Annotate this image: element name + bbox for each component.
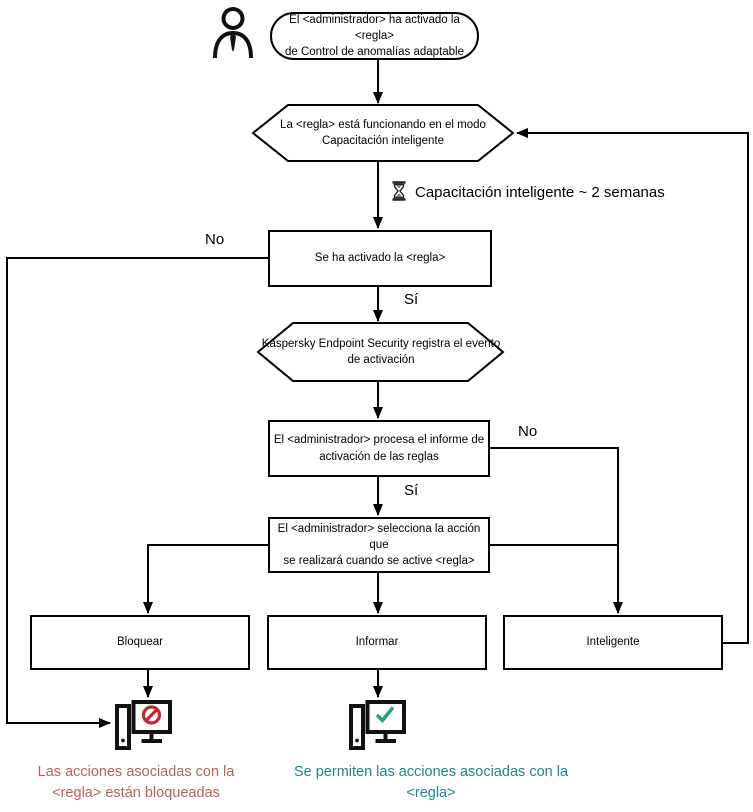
node-training-mode-line2: Capacitación inteligente (321, 135, 445, 147)
node-training-mode: La <regla> está funcionando en el modo C… (258, 105, 508, 161)
node-action-informar: Informar (267, 615, 487, 670)
computer-blocked-icon (115, 700, 172, 750)
node-action-informar-text: Informar (355, 636, 399, 649)
hourglass-icon (392, 181, 406, 201)
node-event-logged: Kaspersky Endpoint Security registra el … (261, 323, 501, 381)
node-rule-triggered: Se ha activado la <regla> (268, 230, 492, 287)
hexagon-training-mode-shape (251, 104, 515, 162)
prohibition-sign-icon (141, 705, 162, 725)
branch-label-si-1: Sí (404, 291, 419, 308)
node-event-logged-line1: Kaspersky Endpoint Security registra el … (261, 337, 501, 350)
node-start-line1: El <administrador> ha activado la <regla… (289, 13, 460, 42)
connector-triggered-no-to-blocked-icon (6, 257, 268, 728)
node-admin-processes-report-line1: El <administrador> procesa el informe de (273, 434, 485, 447)
node-event-logged-line2: de activación (347, 354, 415, 366)
node-admin-processes-report: El <administrador> procesa el informe de… (268, 420, 490, 477)
node-admin-selects-action-line2: se realizará cuando se active <regla> (283, 555, 475, 568)
check-mark-icon (375, 706, 395, 724)
connector-inteligente-feedback-to-training (516, 128, 749, 644)
caption-actions-blocked-line2: <regla> están bloqueadas (52, 785, 220, 802)
node-training-mode-line1: La <regla> está funcionando en el modo (280, 118, 486, 131)
node-start: El <administrador> ha activado la <regla… (270, 12, 479, 60)
node-action-bloquear-text: Bloquear (116, 636, 164, 649)
branch-label-no-right: No (518, 423, 538, 440)
caption-actions-allowed-line1: Se permiten las acciones asociadas con (293, 764, 553, 780)
hexagon-event-logged-shape (256, 322, 505, 382)
connector-select-to-bloquear (143, 544, 268, 614)
node-action-inteligente: Inteligente (503, 615, 723, 670)
training-duration-note: Capacitación inteligente ~ 2 semanas (415, 184, 665, 201)
node-admin-processes-report-line2: activación de las reglas (319, 450, 439, 463)
caption-actions-blocked-line1: Las acciones asociadas con la (37, 764, 235, 780)
branch-label-no-left: No (205, 231, 225, 248)
caption-actions-allowed-line2: la <regla> (406, 764, 569, 802)
node-action-bloquear: Bloquear (30, 615, 250, 670)
administrator-person-icon (213, 7, 253, 59)
computer-allowed-icon (349, 700, 406, 750)
node-start-line2: de Control de anomalías adaptable (284, 46, 464, 59)
caption-actions-blocked: Las acciones asociadas con la <regla> es… (14, 762, 258, 804)
node-action-inteligente-text: Inteligente (586, 636, 640, 649)
node-admin-selects-action: El <administrador> selecciona la acción … (268, 517, 490, 573)
node-admin-selects-action-line1: El <administrador> selecciona la acción … (277, 522, 481, 551)
caption-actions-allowed: Se permiten las acciones asociadas con l… (290, 762, 572, 804)
node-rule-triggered-text: Se ha activado la <regla> (314, 252, 446, 265)
connector-report-no-to-inteligente (490, 447, 623, 614)
branch-label-si-2: Sí (404, 482, 419, 499)
